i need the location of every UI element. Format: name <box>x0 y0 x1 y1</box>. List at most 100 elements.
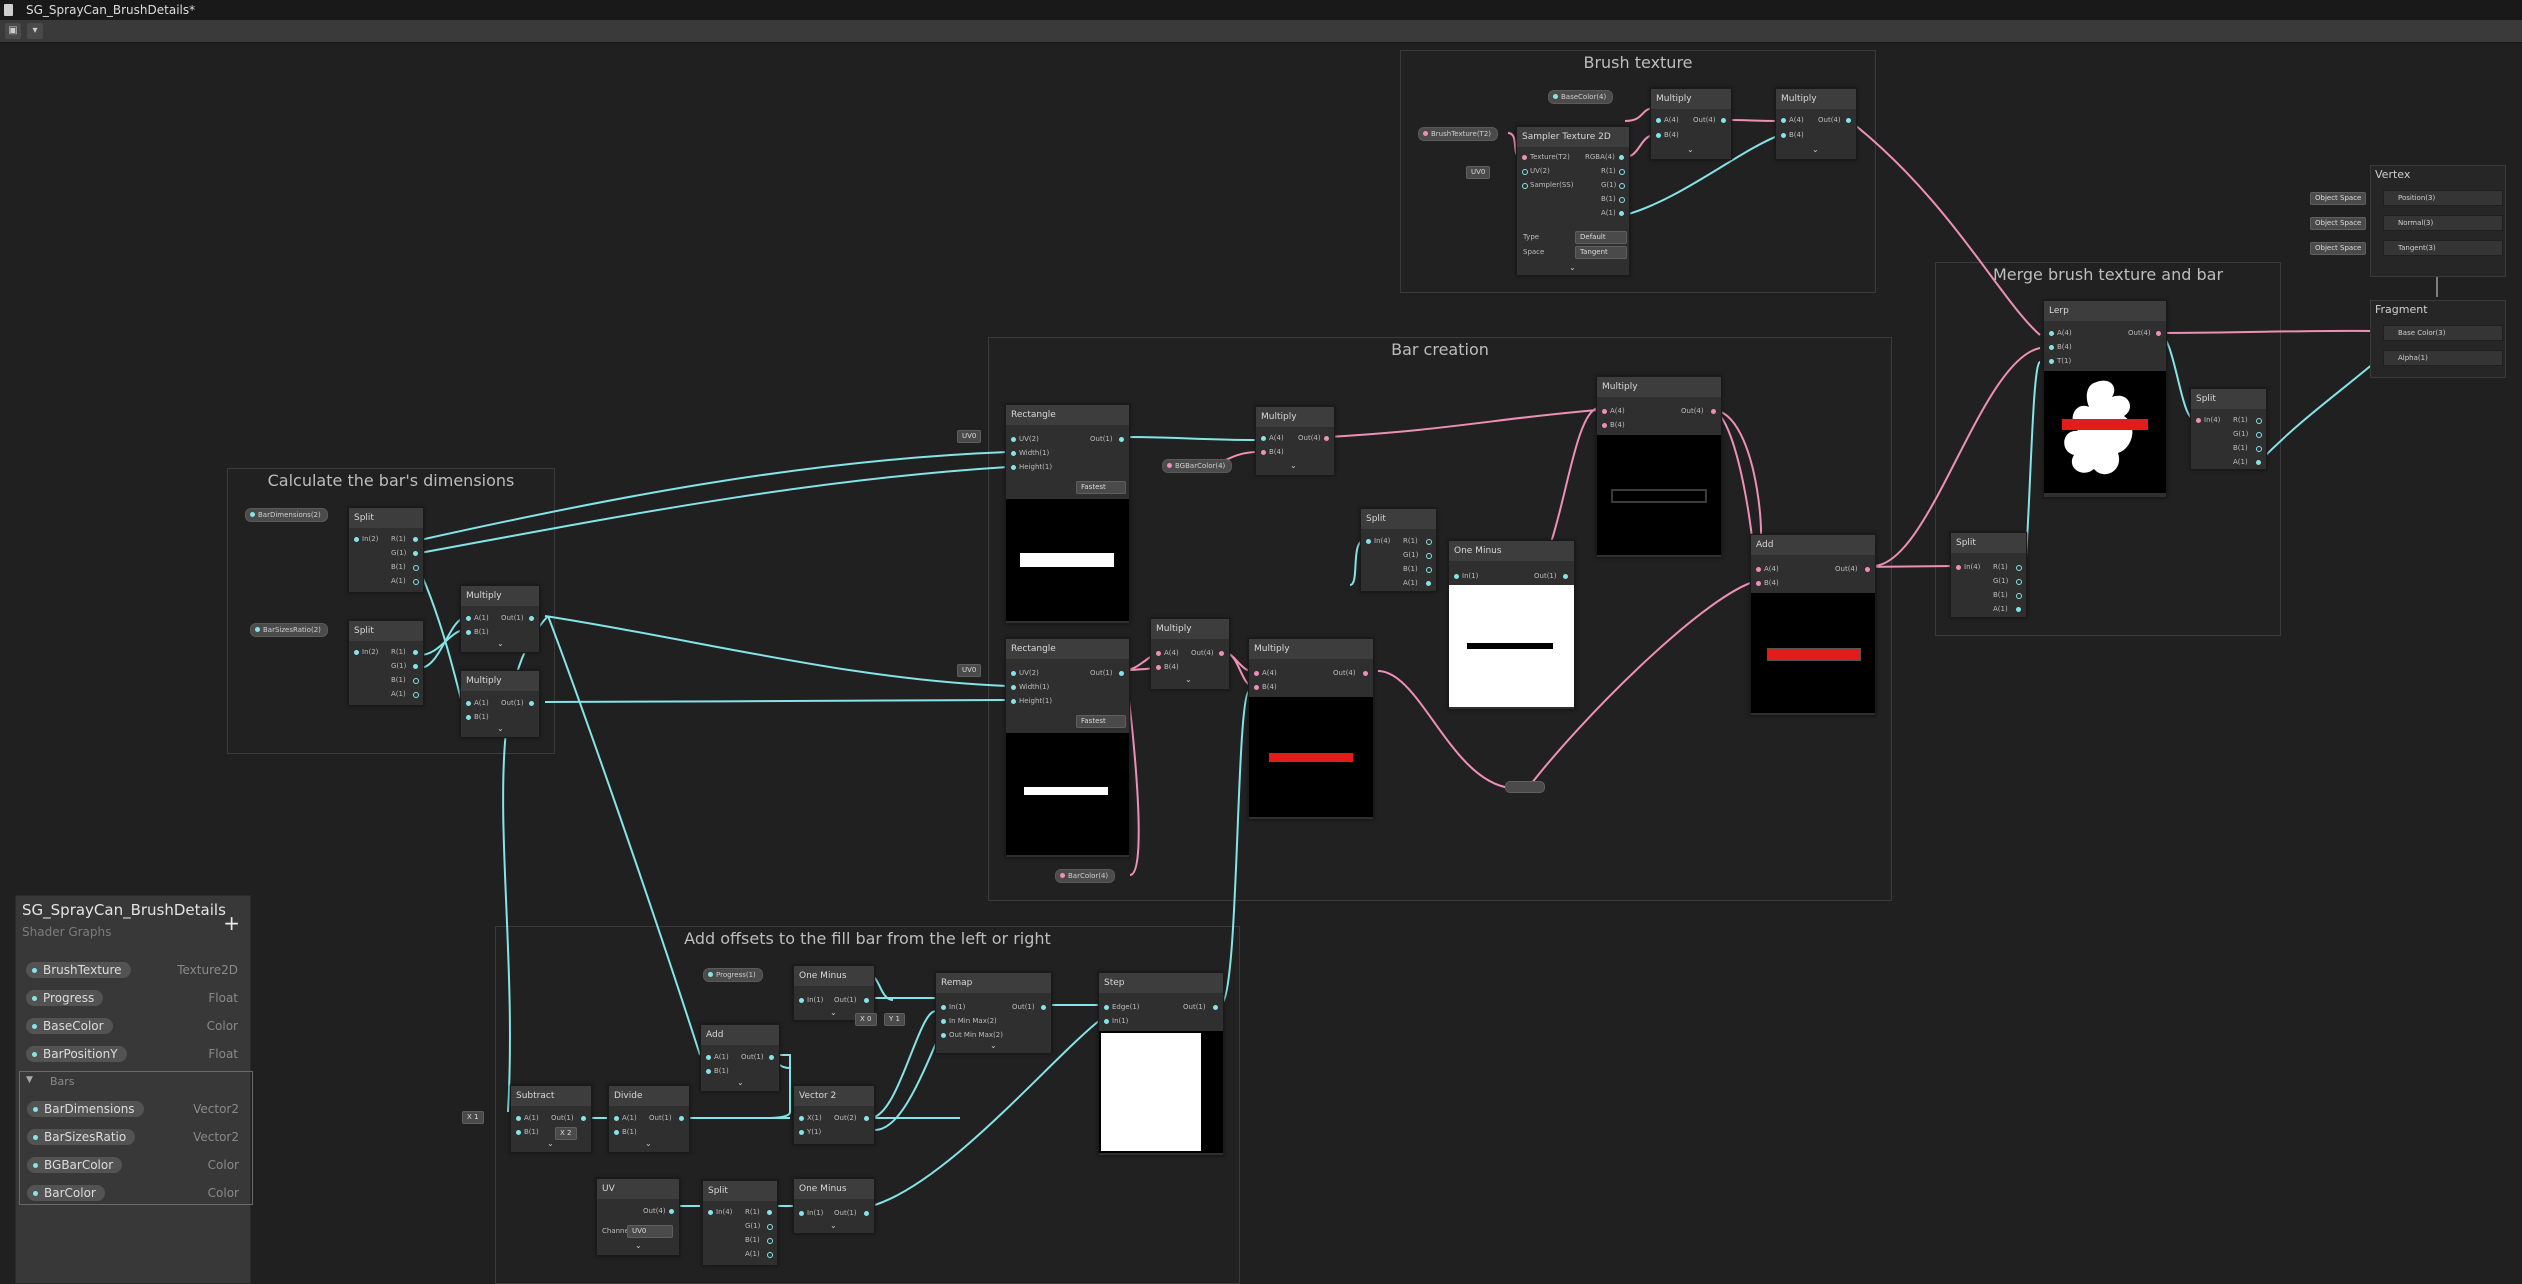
x-input-field[interactable]: X 1 <box>462 1111 484 1124</box>
output-port[interactable] <box>2256 418 2262 424</box>
chevron-down-icon[interactable]: ⌄ <box>1812 145 1819 154</box>
output-port[interactable] <box>767 1238 773 1244</box>
output-port[interactable] <box>1119 437 1124 442</box>
multiply-node[interactable]: Multiply A(4) B(4) Out(4) ⌄ <box>1150 618 1230 690</box>
space-dropdown[interactable]: Tangent <box>1575 246 1627 259</box>
output-port[interactable] <box>1721 118 1726 123</box>
input-port[interactable] <box>1011 671 1016 676</box>
input-port[interactable] <box>2049 331 2054 336</box>
add-node[interactable]: Add A(1) B(1) Out(1) ⌄ <box>700 1024 780 1092</box>
output-port[interactable] <box>669 1209 674 1214</box>
object-space-tag[interactable]: Object Space <box>2310 217 2367 230</box>
object-space-tag[interactable]: Object Space <box>2310 192 2367 205</box>
expand-triangle-icon[interactable]: ▼ <box>26 1075 33 1085</box>
split-node[interactable]: Split In(4) R(1) G(1) B(1) A(1) <box>702 1180 778 1266</box>
output-port[interactable] <box>1619 155 1624 160</box>
save-icon[interactable]: ▣ <box>5 23 21 39</box>
input-port[interactable] <box>354 537 359 542</box>
output-port[interactable] <box>1619 183 1625 189</box>
output-port[interactable] <box>413 664 418 669</box>
output-port[interactable] <box>1041 1005 1046 1010</box>
property-name[interactable]: BaseColor <box>26 1018 113 1034</box>
input-port[interactable] <box>614 1130 619 1135</box>
input-port[interactable] <box>1011 451 1016 456</box>
input-port[interactable] <box>1781 133 1786 138</box>
output-port[interactable] <box>1119 671 1124 676</box>
input-port[interactable] <box>799 1130 804 1135</box>
input-port[interactable] <box>1522 155 1527 160</box>
multiply-node[interactable]: Multiply A(4) B(4) Out(4) ⌄ <box>1255 406 1335 476</box>
input-port[interactable] <box>941 1019 946 1024</box>
multiply-node[interactable]: Multiply A(4) B(4) Out(4) <box>1596 376 1722 558</box>
output-port[interactable] <box>767 1224 773 1230</box>
add-node[interactable]: Add A(4) B(4) Out(4) <box>1750 534 1876 716</box>
input-port[interactable] <box>1956 565 1961 570</box>
uv-node[interactable]: UV Out(4) Channel UV0 ⌄ <box>596 1178 680 1256</box>
chevron-down-icon[interactable]: ⌄ <box>1569 263 1576 272</box>
min-max-y-field[interactable]: Y 1 <box>884 1013 905 1026</box>
input-port[interactable] <box>1781 118 1786 123</box>
input-port[interactable] <box>1656 133 1661 138</box>
remap-node[interactable]: Remap In(1) In Min Max(2) Out Min Max(2)… <box>935 972 1052 1054</box>
input-port[interactable] <box>1011 437 1016 442</box>
output-port[interactable] <box>864 1211 869 1216</box>
chevron-down-icon[interactable]: ⌄ <box>1687 145 1694 154</box>
multiply-node[interactable]: Multiply A(1) B(1) Out(1) ⌄ <box>460 585 540 653</box>
output-port[interactable] <box>2016 607 2021 612</box>
input-port[interactable] <box>1756 567 1761 572</box>
channel-dropdown[interactable]: UV0 <box>627 1225 673 1238</box>
object-space-tag[interactable]: Object Space <box>2310 242 2367 255</box>
barcolor-property-node[interactable]: BarColor(4) <box>1055 869 1116 883</box>
tangent-block[interactable]: Tangent(3) <box>2383 240 2503 256</box>
input-port[interactable] <box>706 1055 711 1060</box>
barsizesratio-property-node[interactable]: BarSizesRatio(2) <box>250 623 328 637</box>
output-port[interactable] <box>1619 211 1624 216</box>
output-port[interactable] <box>529 616 534 621</box>
base-color-block[interactable]: Base Color(3) <box>2383 325 2503 341</box>
output-port[interactable] <box>1711 409 1716 414</box>
output-port[interactable] <box>2256 460 2261 465</box>
progress-property-node[interactable]: Progress(1) <box>703 968 763 982</box>
output-port[interactable] <box>1619 169 1625 175</box>
input-port[interactable] <box>799 1211 804 1216</box>
chevron-down-icon[interactable]: ⌄ <box>497 724 504 733</box>
output-port[interactable] <box>413 565 419 571</box>
property-name[interactable]: BarDimensions <box>27 1101 144 1117</box>
input-port[interactable] <box>1011 685 1016 690</box>
basecolor-property-node[interactable]: BaseColor(4) <box>1548 90 1614 104</box>
output-port[interactable] <box>413 650 418 655</box>
output-port[interactable] <box>769 1055 774 1060</box>
output-port[interactable] <box>2016 579 2022 585</box>
output-port[interactable] <box>679 1116 684 1121</box>
output-port[interactable] <box>1213 1005 1218 1010</box>
input-port[interactable] <box>941 1033 946 1038</box>
input-port[interactable] <box>1261 450 1266 455</box>
input-port[interactable] <box>1602 423 1607 428</box>
input-port[interactable] <box>799 1116 804 1121</box>
output-port[interactable] <box>413 692 419 698</box>
input-port[interactable] <box>1156 665 1161 670</box>
sampler-texture-node[interactable]: Sampler Texture 2D Texture(T2) UV(2) Sam… <box>1516 126 1630 276</box>
output-port[interactable] <box>413 579 419 585</box>
chevron-down-icon[interactable]: ▾ <box>27 23 43 39</box>
input-port[interactable] <box>1756 581 1761 586</box>
input-port[interactable] <box>1104 1019 1109 1024</box>
input-port[interactable] <box>1366 539 1371 544</box>
chevron-down-icon[interactable]: ⌄ <box>1185 675 1192 684</box>
output-port[interactable] <box>581 1116 586 1121</box>
uv-channel-dropdown[interactable]: UV0 <box>1466 166 1491 179</box>
output-port[interactable] <box>1426 553 1432 559</box>
input-port[interactable] <box>708 1210 713 1215</box>
bgbarcolor-property-node[interactable]: BGBarColor(4) <box>1162 459 1233 473</box>
chevron-down-icon[interactable]: ⌄ <box>497 639 504 648</box>
input-port[interactable] <box>1156 651 1161 656</box>
type-dropdown[interactable]: Default <box>1575 231 1627 244</box>
input-port[interactable] <box>466 715 471 720</box>
fastest-dropdown[interactable]: Fastest <box>1076 715 1126 728</box>
output-port[interactable] <box>864 998 869 1003</box>
property-name[interactable]: Progress <box>26 990 104 1006</box>
output-port[interactable] <box>1363 671 1368 676</box>
